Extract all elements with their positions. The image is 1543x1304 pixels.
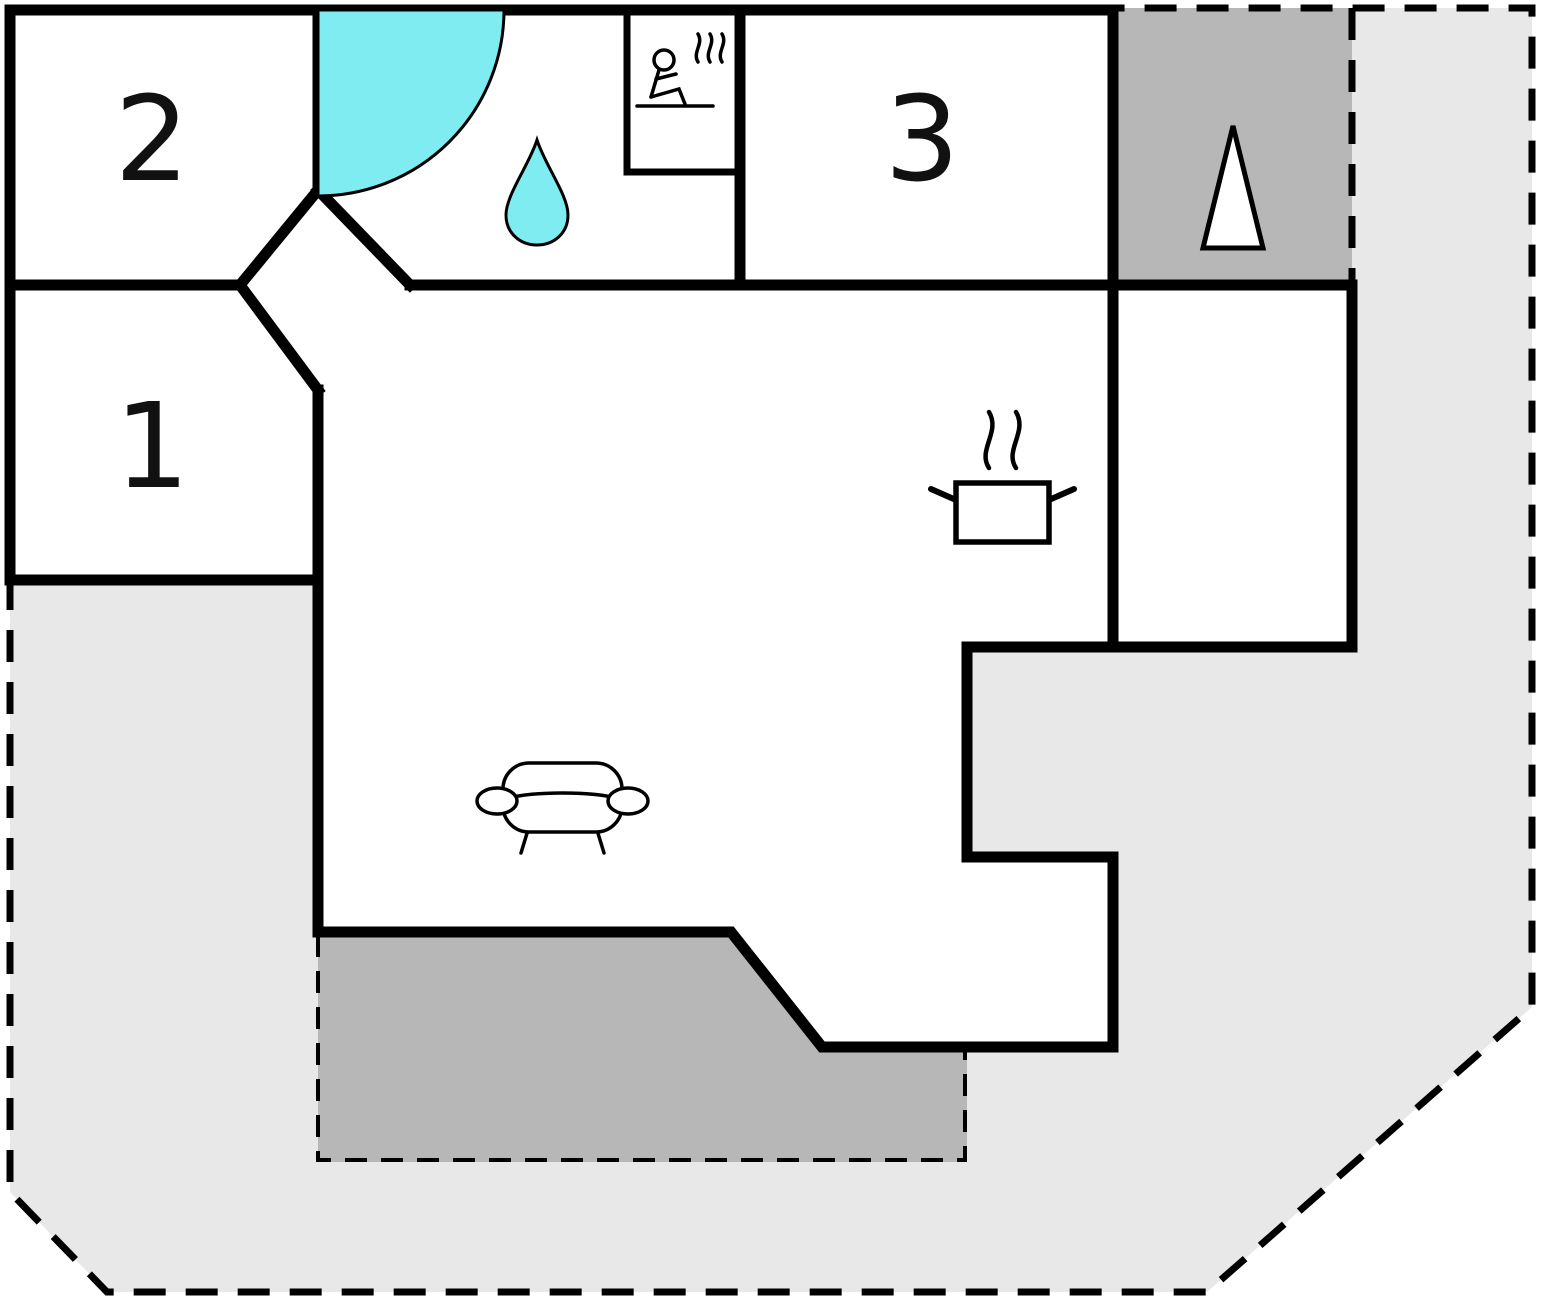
- sofa-leg: [519, 828, 530, 855]
- room-1-label: 1: [114, 377, 189, 515]
- pot-handle-left: [928, 486, 959, 503]
- terrace-area: [318, 932, 967, 1162]
- sofa-armrest: [475, 786, 519, 816]
- sauna-steam-line: [706, 32, 714, 64]
- house-outline: [4, 4, 1358, 1053]
- pot-handle-right: [1046, 486, 1077, 503]
- room-2-label: 2: [114, 70, 189, 208]
- sofa-icon: [475, 761, 650, 855]
- sauna-room-wall: [623, 6, 744, 176]
- interior-wall-room1-bevel: [232, 277, 326, 398]
- shower-door-swing-icon: [316, 8, 506, 198]
- room-labels: 2 1 3: [114, 70, 959, 515]
- room-3-label: 3: [884, 70, 959, 208]
- pot-body: [953, 480, 1052, 545]
- pot-steam-line: [983, 409, 995, 471]
- sauna-person-head: [652, 48, 676, 72]
- cooking-pot-steam-icon: [928, 409, 1077, 545]
- sofa-body: [501, 761, 624, 834]
- sauna-person-leg: [649, 86, 687, 106]
- sauna-steam-line: [694, 32, 702, 64]
- pot-steam-line: [1010, 409, 1022, 471]
- sauna-room-walls: [623, 6, 744, 176]
- plot-boundary-dashed: [6, 4, 1536, 1296]
- sauna-steam-line: [718, 32, 726, 64]
- water-drop-icon: [504, 135, 570, 247]
- bathroom-icons: [316, 8, 570, 247]
- entrance-triangle-icon: [1199, 125, 1267, 251]
- sofa-armrest: [606, 786, 650, 816]
- terrace-boundary-dashed: [316, 935, 967, 1162]
- interior-wall-room2-bevel: [232, 182, 326, 293]
- sauna-person-body: [649, 68, 661, 99]
- sauna-person-icon: [635, 32, 726, 108]
- sofa-leg: [595, 828, 606, 855]
- sauna-person-arm: [654, 72, 678, 81]
- interior-wall-bath-bevel: [310, 182, 418, 293]
